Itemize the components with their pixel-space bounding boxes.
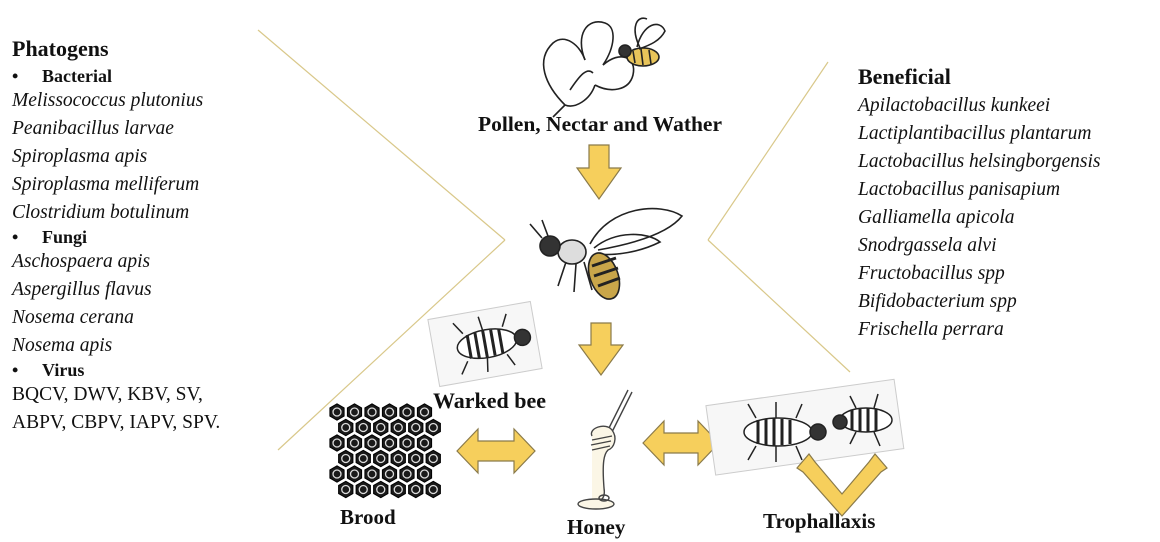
- label-top: Pollen, Nectar and Wather: [475, 112, 725, 137]
- brood-cell: [374, 481, 388, 497]
- beneficial-item: Snodrgassela alvi: [858, 232, 1158, 260]
- beneficial-item: Frischella perrara: [858, 316, 1158, 344]
- honey-dipper-icon: [562, 388, 642, 513]
- label-brood: Brood: [340, 505, 396, 530]
- down-arrow-icon: [576, 144, 622, 200]
- pathogen-item: Nosema cerana: [12, 304, 312, 332]
- brood-cell: [400, 404, 414, 420]
- pathogen-item: Spiroplasma apis: [12, 143, 312, 171]
- brood-cell: [400, 466, 414, 482]
- brood-cell: [347, 404, 361, 420]
- label-trophallaxis: Trophallaxis: [763, 509, 875, 534]
- pathogen-item: Aschospaera apis: [12, 248, 312, 276]
- brood-cell: [347, 466, 361, 482]
- brood-cell: [417, 466, 431, 482]
- pathogens-title: Phatogens: [12, 36, 312, 62]
- beneficial-item: Lactiplantibacillus plantarum: [858, 120, 1158, 148]
- brood-cell: [339, 419, 353, 435]
- label-worker: Warked bee: [433, 388, 546, 414]
- brood-cell: [426, 450, 440, 466]
- brood-cell: [347, 435, 361, 451]
- brood-cell: [339, 481, 353, 497]
- brood-cell: [391, 450, 405, 466]
- brood-cell: [409, 450, 423, 466]
- brood-cell: [365, 466, 379, 482]
- flower-bee-icon: [525, 5, 675, 120]
- brood-cell: [409, 481, 423, 497]
- virus-line: ABPV, CBPV, IAPV, SPV.: [12, 409, 312, 437]
- brood-cell: [356, 419, 370, 435]
- brood-cell: [391, 481, 405, 497]
- brood-cell: [330, 404, 344, 420]
- brood-cell: [426, 419, 440, 435]
- brood-cell: [391, 419, 405, 435]
- beneficial-item: Bifidobacterium spp: [858, 288, 1158, 316]
- brood-cell: [382, 435, 396, 451]
- bee-icon: [520, 200, 690, 310]
- brood-cell: [339, 450, 353, 466]
- beneficial-item: Fructobacillus spp: [858, 260, 1158, 288]
- pathogen-item: Clostridium botulinum: [12, 199, 312, 227]
- brood-cell: [417, 404, 431, 420]
- brood-cell: [330, 435, 344, 451]
- brood-cell: [374, 450, 388, 466]
- virus-line: BQCV, DWV, KBV, SV,: [12, 381, 312, 409]
- label-honey: Honey: [567, 515, 625, 540]
- brood-cell: [374, 419, 388, 435]
- beneficial-title: Beneficial: [858, 64, 1158, 90]
- beneficial-item: Galliamella apicola: [858, 204, 1158, 232]
- brood-cell: [382, 404, 396, 420]
- beneficial-item: Lactobacillus panisapium: [858, 176, 1158, 204]
- brood-cell: [356, 450, 370, 466]
- brood-cell: [330, 466, 344, 482]
- brood-cell: [409, 419, 423, 435]
- bacterial-heading: •Bacterial: [12, 66, 312, 87]
- brood-comb-icon: [325, 402, 445, 502]
- pathogen-item: Melissococcus plutonius: [12, 87, 312, 115]
- pathogen-item: Nosema apis: [12, 332, 312, 360]
- beneficial-item: Lactobacillus helsingborgensis: [858, 148, 1158, 176]
- beneficial-item: Apilactobacillus kunkeei: [858, 92, 1158, 120]
- brood-cell: [356, 481, 370, 497]
- brood-cell: [382, 466, 396, 482]
- pathogen-item: Peanibacillus larvae: [12, 115, 312, 143]
- down-arrow-icon: [578, 322, 624, 376]
- brood-cell: [365, 404, 379, 420]
- fungi-heading: •Fungi: [12, 227, 312, 248]
- hive-bee-icon: [425, 300, 545, 388]
- virus-heading: •Virus: [12, 360, 312, 381]
- brood-cell: [417, 435, 431, 451]
- pathogen-item: Aspergillus flavus: [12, 276, 312, 304]
- pathogens-panel: Phatogens •Bacterial Melissococcus pluto…: [12, 36, 312, 437]
- brood-cell: [365, 435, 379, 451]
- brood-cell: [426, 481, 440, 497]
- pathogen-item: Spiroplasma melliferum: [12, 171, 312, 199]
- beneficial-panel: Beneficial Apilactobacillus kunkeei Lact…: [858, 64, 1158, 344]
- brood-cell: [400, 435, 414, 451]
- double-arrow-icon: [456, 428, 536, 474]
